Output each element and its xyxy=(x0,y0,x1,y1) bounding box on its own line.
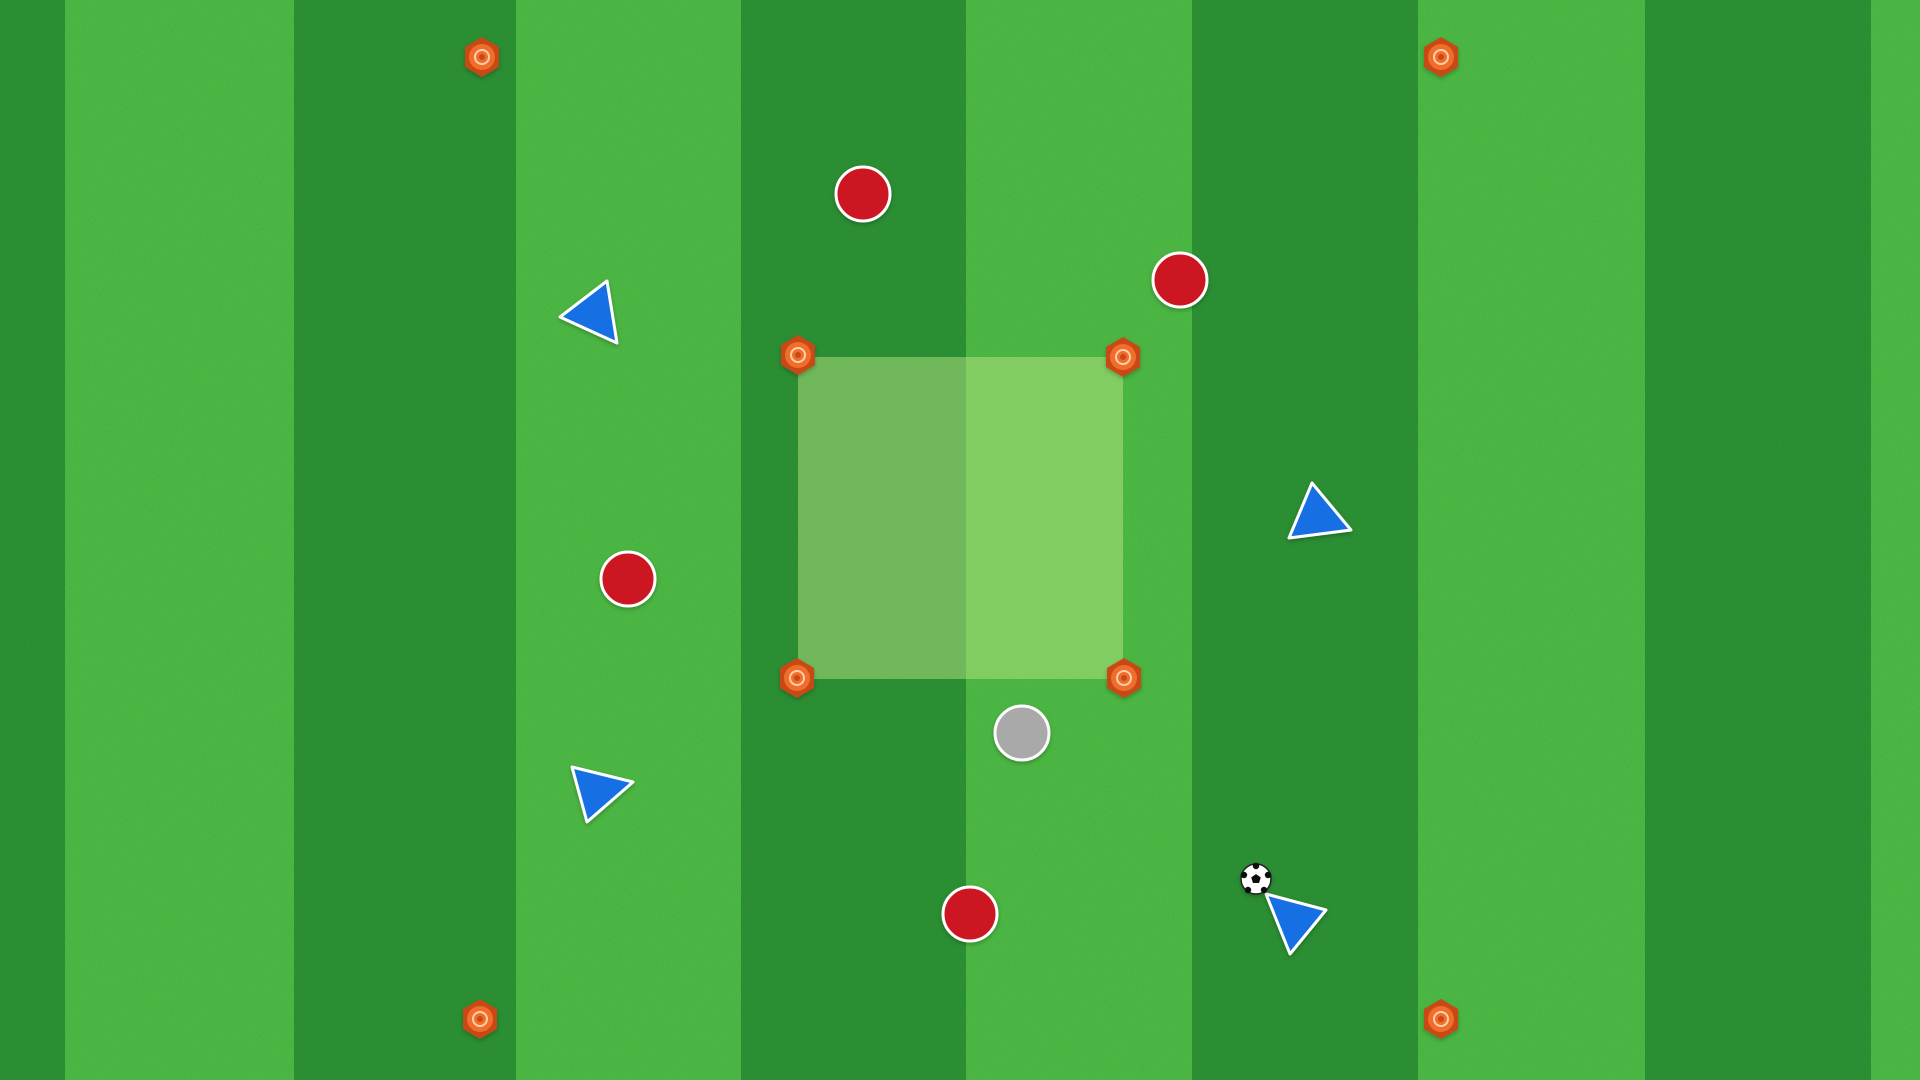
cone-icon xyxy=(1106,337,1140,377)
grid-zone xyxy=(798,357,1123,679)
cone-icon xyxy=(781,335,815,375)
cone-icon xyxy=(1424,999,1458,1039)
cone-icon xyxy=(1424,37,1458,77)
red-team xyxy=(599,165,1209,943)
soccer-ball-icon xyxy=(1240,862,1272,895)
cone-icon xyxy=(465,37,499,77)
cone-icon xyxy=(463,999,497,1039)
blue-player-icon xyxy=(558,279,619,345)
neutral-player-icon xyxy=(993,704,1051,762)
blue-player-icon xyxy=(1287,481,1353,540)
cones xyxy=(463,37,1458,1039)
blue-player-icon xyxy=(1264,892,1328,956)
cone-icon xyxy=(780,658,814,698)
red-player-icon xyxy=(1151,251,1209,309)
red-player-icon xyxy=(941,885,999,943)
red-player-icon xyxy=(599,550,657,608)
blue-player-icon xyxy=(570,765,635,824)
blue-team xyxy=(558,279,1353,956)
cone-icon xyxy=(1107,658,1141,698)
red-player-icon xyxy=(834,165,892,223)
